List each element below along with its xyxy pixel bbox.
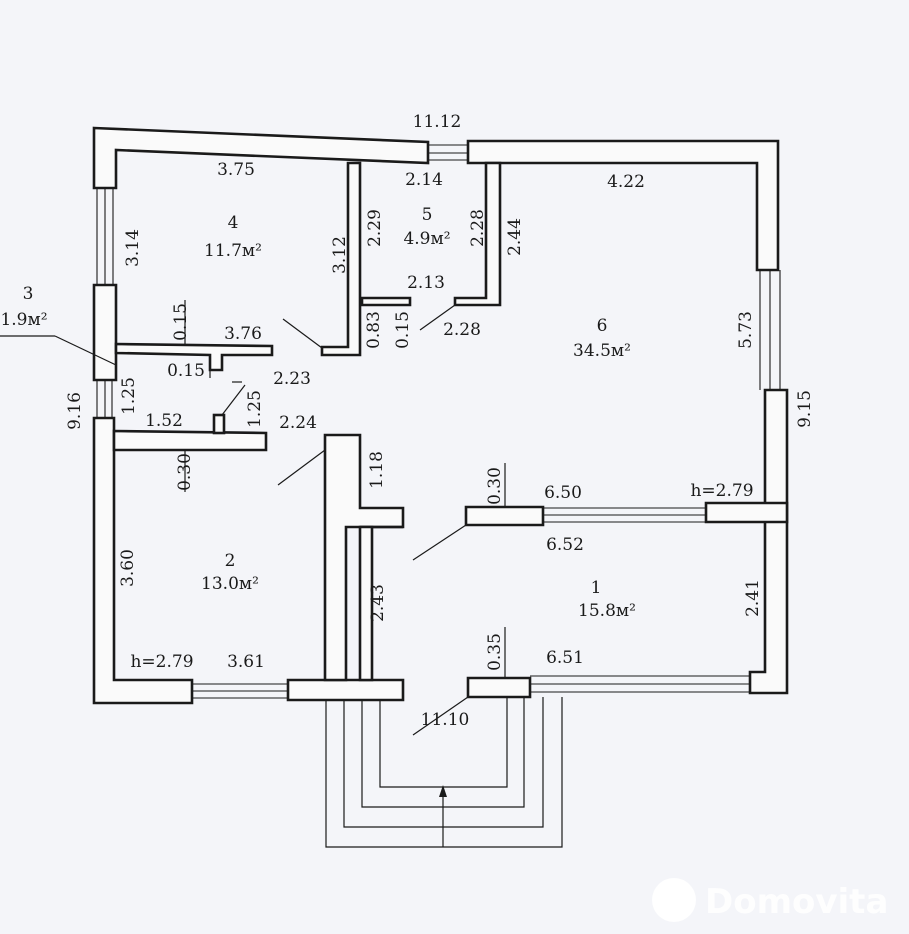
dim-overall-right: 9.15	[795, 390, 815, 428]
dim-r3-partition: 0.15	[167, 361, 205, 381]
room-5-number: 5	[422, 205, 433, 225]
room-4-area: 11.7м²	[204, 241, 262, 261]
dim-overall-left: 9.16	[65, 392, 85, 430]
dim-hall-mid: 2.24	[279, 413, 317, 433]
dim-r3-bottom: 1.52	[145, 411, 183, 431]
dim-r2-bottom: 3.61	[227, 652, 265, 672]
dim-r5-top: 2.14	[405, 170, 443, 190]
dim-r4-bottom: 3.76	[224, 324, 262, 344]
window-left-upper	[96, 188, 114, 285]
watermark-text: Domovita	[705, 882, 888, 922]
window-right	[759, 270, 781, 390]
dim-r4-left: 3.14	[123, 229, 143, 267]
partition-room4-right	[320, 161, 362, 357]
dim-r6-top: 4.22	[607, 172, 645, 192]
dim-hall-top: 2.23	[273, 369, 311, 389]
dim-r5-bottom: 2.13	[407, 273, 445, 293]
window-top	[428, 144, 468, 161]
door-post	[212, 413, 226, 435]
partition-room1-top-right	[704, 501, 789, 524]
glazed-partition	[543, 507, 706, 523]
partition-room4-bottom	[114, 342, 274, 372]
room-6-area: 34.5м²	[573, 341, 631, 361]
room-2-area: 13.0м²	[201, 574, 259, 594]
dim-r3-right: 1.25	[245, 390, 265, 428]
dim-r2-left: 3.60	[118, 549, 138, 587]
wall-bottom-mid	[286, 678, 405, 702]
room-labels: 1 15.8м² 2 13.0м² 3 1.9м² 4 11.7м² 5 4.9…	[0, 205, 635, 621]
dim-overall-bottom: 11.10	[421, 710, 470, 730]
room-5-area: 4.9м²	[403, 229, 450, 249]
dim-hall-door: 1.18	[367, 451, 387, 489]
dim-r3-left: 1.25	[119, 377, 139, 415]
dim-r6-left: 2.44	[505, 218, 525, 256]
dim-r1-top: 6.50	[544, 483, 582, 503]
dim-r5-partition: 0.15	[393, 311, 413, 349]
dim-r2-height: h=2.79	[130, 652, 193, 672]
dim-wall-r1: 0.30	[485, 467, 505, 505]
dim-r1-right: 2.41	[743, 579, 763, 617]
dim-r6-right: 5.73	[736, 311, 756, 349]
door-lines	[0, 300, 506, 736]
partition-room3-bottom	[112, 429, 268, 452]
dim-r5-left: 2.29	[365, 209, 385, 247]
dim-hall-lower: 2.43	[368, 584, 388, 622]
dim-r1-bottom: 6.51	[546, 648, 584, 668]
wall-left-bottom	[92, 416, 194, 705]
domovita-logo: Domovita	[652, 878, 888, 922]
wall-top-right	[466, 139, 780, 272]
dim-r5-door: 0.83	[364, 311, 384, 349]
room-2-number: 2	[225, 551, 236, 571]
window-left-lower	[96, 380, 113, 418]
room-4-number: 4	[228, 213, 239, 233]
window-room1-bottom	[530, 675, 750, 693]
dim-r4-partition: 0.15	[171, 303, 191, 341]
wall-bottom-stub	[466, 676, 532, 699]
dim-wall-r2: 0.30	[175, 453, 195, 491]
porch	[325, 697, 563, 848]
partition-hall-inner	[358, 525, 374, 682]
dim-overall-top: 11.12	[413, 112, 462, 132]
dim-r4-top: 3.75	[217, 160, 255, 180]
dim-r6-mid: 2.28	[443, 320, 481, 340]
room-3-area: 1.9м²	[0, 310, 47, 330]
partition-room5-stub	[360, 296, 412, 307]
wall-top-left	[92, 126, 430, 190]
window-room2	[192, 683, 288, 699]
dim-r4-right: 3.12	[330, 236, 350, 274]
windows	[96, 144, 781, 699]
dim-r5-right: 2.28	[468, 209, 488, 247]
dim-wall-bottom: 0.35	[485, 633, 505, 671]
room-6-number: 6	[597, 316, 608, 336]
room-3-number: 3	[23, 284, 34, 304]
partition-room1-top	[464, 505, 545, 527]
domovita-logo-mark	[652, 878, 696, 922]
dimension-labels: 11.12 11.10 3.75 2.14 4.22 2.13 2.28 3.7…	[65, 112, 815, 730]
exterior-walls	[92, 126, 789, 705]
room-1-number: 1	[591, 578, 602, 598]
wall-right-bottom	[748, 388, 789, 695]
dim-r1-inner-top: 6.52	[546, 535, 584, 555]
wall-left-mid	[92, 283, 118, 382]
dim-r1-ceiling: h=2.79	[690, 481, 753, 501]
interior-walls	[112, 161, 789, 682]
room-1-area: 15.8м²	[578, 601, 636, 621]
